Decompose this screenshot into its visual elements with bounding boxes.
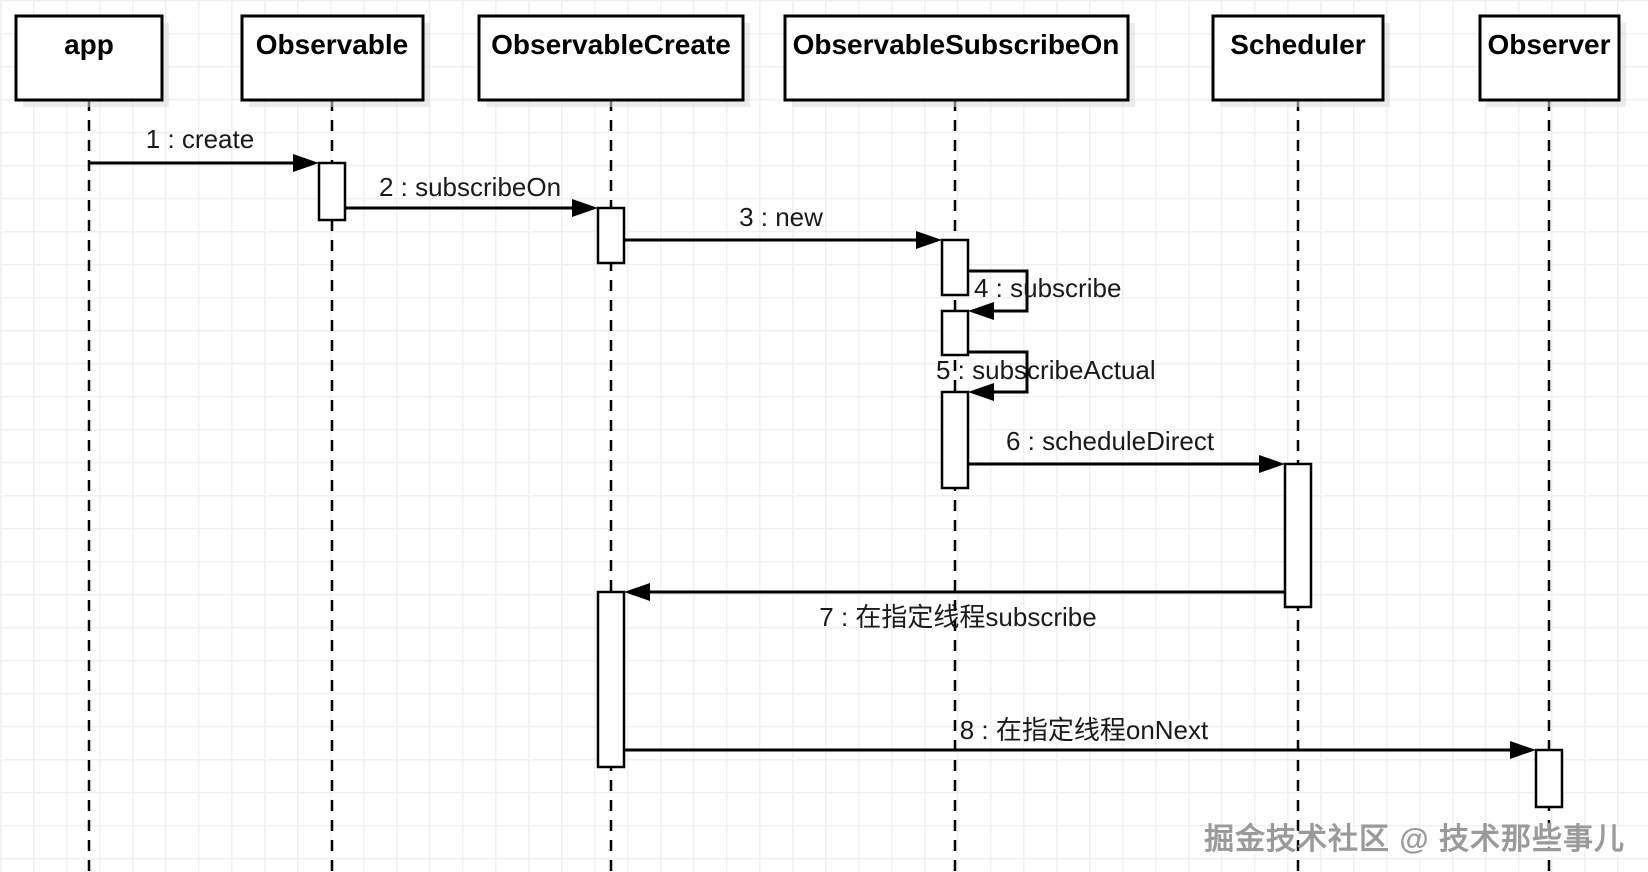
participant-app-label: app: [64, 29, 114, 60]
activation-observable-subscribe-on-2: [940, 309, 970, 357]
participant-observable-subscribe-on-box: [783, 14, 1130, 102]
participant-scheduler-box: [1211, 14, 1385, 102]
message-6-schedule-direct: 6 : scheduleDirect: [968, 426, 1285, 473]
message-1-label: 1 : create: [146, 124, 254, 154]
message-1-create: 1 : create: [89, 124, 319, 172]
participant-scheduler-label: Scheduler: [1230, 29, 1365, 60]
message-7-arrowhead: [624, 583, 650, 601]
message-7-subscribe-on-thread: 7 : 在指定线程subscribe: [624, 583, 1285, 632]
message-7-label: 7 : 在指定线程subscribe: [819, 602, 1096, 632]
participant-app-box: [14, 14, 164, 102]
message-2-label: 2 : subscribeOn: [379, 172, 561, 202]
message-4-label: 4 : subscribe: [974, 273, 1121, 303]
participant-observer-label: Observer: [1488, 29, 1611, 60]
message-6-label: 6 : scheduleDirect: [1006, 426, 1215, 456]
message-2-arrowhead: [572, 199, 598, 217]
message-4-arrowhead: [968, 302, 994, 320]
message-5-subscribe-actual-self: 5 : subscribeActual: [936, 350, 1156, 401]
message-5-arrowhead: [968, 383, 994, 401]
participant-observer-box: [1478, 14, 1621, 102]
participant-observable-subscribe-on: ObservableSubscribeOn: [783, 14, 1135, 107]
message-3-arrowhead: [916, 231, 942, 249]
activation-observable-subscribe-on-3: [940, 390, 970, 490]
message-2-subscribe-on: 2 : subscribeOn: [345, 172, 598, 217]
message-6-arrowhead: [1259, 455, 1285, 473]
participant-observable-create-box: [477, 14, 745, 102]
participant-observable-create-label: ObservableCreate: [491, 29, 731, 60]
message-8-on-next-on-thread: 8 : 在指定线程onNext: [624, 715, 1536, 759]
activation-observer-1: [1534, 748, 1564, 809]
message-5-label: 5 : subscribeActual: [936, 355, 1156, 385]
participant-observable-subscribe-on-label: ObservableSubscribeOn: [793, 29, 1120, 60]
activation-scheduler-1: [1283, 462, 1313, 609]
activation-observable-create-2: [596, 590, 626, 769]
participant-observable-box: [240, 14, 425, 102]
activation-observable-create-1: [596, 206, 626, 265]
watermark-text: 掘金技术社区 @ 技术那些事儿: [1204, 823, 1625, 856]
message-8-label: 8 : 在指定线程onNext: [960, 715, 1209, 745]
participant-app: app: [14, 14, 169, 107]
participant-scheduler: Scheduler: [1211, 14, 1390, 107]
activation-observable-subscribe-on-1: [940, 238, 970, 297]
message-3-label: 3 : new: [739, 202, 823, 232]
message-1-arrowhead: [293, 154, 319, 172]
participant-observable-label: Observable: [256, 29, 409, 60]
message-8-arrowhead: [1510, 741, 1536, 759]
message-4-loop: [968, 269, 1029, 313]
activation-observable-1: [317, 161, 347, 222]
message-4-subscribe-self: 4 : subscribe: [968, 269, 1121, 320]
message-3-new: 3 : new: [624, 202, 942, 249]
message-5-loop: [968, 350, 1029, 394]
participant-observer: Observer: [1478, 14, 1626, 107]
participant-observable-create: ObservableCreate: [477, 14, 750, 107]
participant-observable: Observable: [240, 14, 430, 107]
